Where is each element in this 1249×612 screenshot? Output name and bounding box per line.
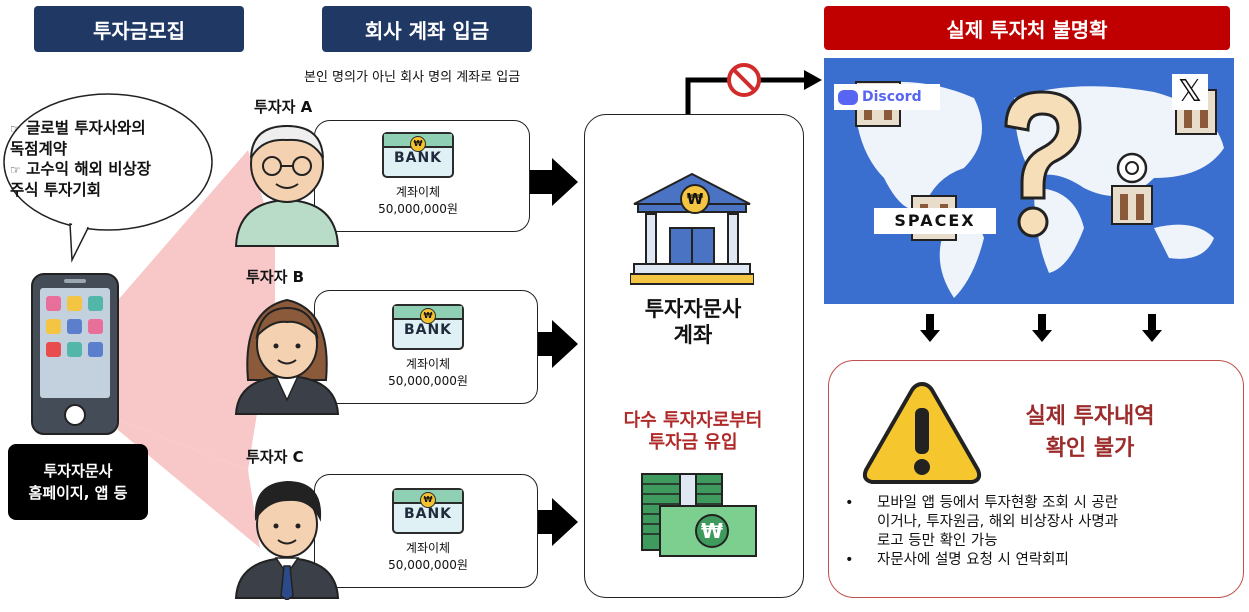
investor-b-label: 투자자 B bbox=[246, 268, 305, 286]
bullet: • bbox=[845, 552, 854, 568]
bubble-line-4: 주식 투자기회 bbox=[10, 181, 101, 199]
smartphone-icon bbox=[31, 273, 119, 435]
bullet-2: 자문사에 설명 요청 시 연락회피 bbox=[877, 552, 1069, 568]
bank-icon: ₩ BANK bbox=[392, 304, 464, 350]
discord-icon bbox=[838, 89, 858, 105]
openai-building-icon bbox=[1111, 152, 1153, 225]
won-coin-icon: ₩ bbox=[410, 136, 426, 152]
center-title-1: 투자자문사 bbox=[644, 297, 742, 321]
elderly-investor-avatar bbox=[234, 124, 340, 247]
bank-text: BANK bbox=[403, 322, 453, 338]
won-coin-icon: ₩ bbox=[420, 308, 436, 324]
warning-title-2: 확인 불가 bbox=[1045, 436, 1135, 461]
phone-label: 투자자문사 홈페이지, 앱 등 bbox=[8, 444, 148, 520]
warning-title-1: 실제 투자내역 bbox=[1025, 404, 1155, 429]
phone-beam-lower bbox=[118, 420, 260, 548]
tx-amount: 50,000,000원 bbox=[388, 374, 468, 388]
inflow-text-2: 투자금 유입 bbox=[648, 432, 738, 453]
header-unclear: 실제 투자처 불명확 bbox=[824, 6, 1230, 50]
svg-text:₩: ₩ bbox=[701, 519, 723, 543]
phone-beam bbox=[118, 150, 275, 470]
warning-triangle-icon bbox=[862, 381, 982, 484]
discord-text: Discord bbox=[862, 89, 922, 105]
bullet-1-line-3: 로고 등만 확인 가능 bbox=[877, 533, 998, 549]
female-investor-avatar bbox=[234, 298, 340, 415]
speech-bubble bbox=[3, 93, 213, 263]
phone-label-line-1: 투자자문사 bbox=[43, 462, 113, 480]
investor-a-label: 투자자 A bbox=[254, 98, 313, 116]
bank-icon: ₩ BANK bbox=[382, 132, 454, 178]
bubble-line-1: 글로벌 투자사와의 bbox=[26, 119, 146, 137]
deposit-note: 본인 명의가 아닌 회사 명의 계좌로 입금 bbox=[304, 70, 521, 85]
prohibited-icon bbox=[727, 63, 761, 97]
discord-logo: Discord bbox=[834, 84, 940, 110]
spacex-logo: SPACEX bbox=[874, 208, 996, 234]
money-stack-icon: ₩ bbox=[641, 473, 757, 557]
investor-a-tx: 계좌이체 50,000,000원 bbox=[358, 184, 478, 218]
blocked-path bbox=[685, 77, 806, 114]
bubble-line-3: 고수익 해외 비상장 bbox=[26, 160, 152, 178]
warning-bullets: • 모바일 앱 등에서 투자현황 조회 시 공란 이거나, 투자원금, 해외 비상… bbox=[845, 494, 1230, 570]
bullet-1-line-2: 이거나, 투자원금, 해외 비상장사 사명과 bbox=[877, 514, 1119, 530]
phone-label-line-2: 홈페이지, 앱 등 bbox=[28, 484, 128, 502]
question-mark-icon bbox=[1004, 90, 1082, 238]
header-deposit: 회사 계좌 입금 bbox=[322, 6, 532, 52]
bullet-1-line-1: 모바일 앱 등에서 투자현황 조회 시 공란 bbox=[877, 495, 1119, 511]
bubble-line-2: 독점계약 bbox=[10, 140, 68, 158]
tx-label: 계좌이체 bbox=[405, 541, 451, 555]
tx-label: 계좌이체 bbox=[395, 185, 441, 199]
tx-amount: 50,000,000원 bbox=[388, 558, 468, 572]
center-title-2: 계좌 bbox=[673, 323, 713, 347]
world-map bbox=[824, 58, 1234, 304]
blocked-path-head bbox=[804, 70, 822, 90]
bank-icon: ₩ BANK bbox=[392, 488, 464, 534]
down-arrows bbox=[920, 314, 1162, 342]
inflow-text-1: 다수 투자자로부터 bbox=[623, 410, 763, 431]
bank-text: BANK bbox=[393, 150, 443, 166]
investor-c-tx: 계좌이체 50,000,000원 bbox=[368, 540, 488, 574]
pointing-hand-icon: ☞ bbox=[10, 122, 21, 136]
won-coin-icon: ₩ bbox=[420, 492, 436, 508]
header-recruit: 투자금모집 bbox=[34, 6, 244, 52]
x-logo: 𝕏 bbox=[1172, 74, 1208, 110]
won-coin-icon: ₩ bbox=[680, 184, 710, 214]
male-investor-avatar bbox=[234, 480, 340, 600]
bullet: • bbox=[845, 495, 854, 511]
investor-c-label: 투자자 C bbox=[246, 448, 304, 466]
pointing-hand-icon: ☞ bbox=[10, 163, 21, 177]
tx-amount: 50,000,000원 bbox=[378, 202, 458, 216]
bank-text: BANK bbox=[403, 506, 453, 522]
tx-label: 계좌이체 bbox=[405, 357, 451, 371]
bubble-text: ☞ 글로벌 투자사와의 독점계약 ☞ 고수익 해외 비상장 주식 투자기회 bbox=[10, 118, 210, 200]
investor-b-tx: 계좌이체 50,000,000원 bbox=[368, 356, 488, 390]
